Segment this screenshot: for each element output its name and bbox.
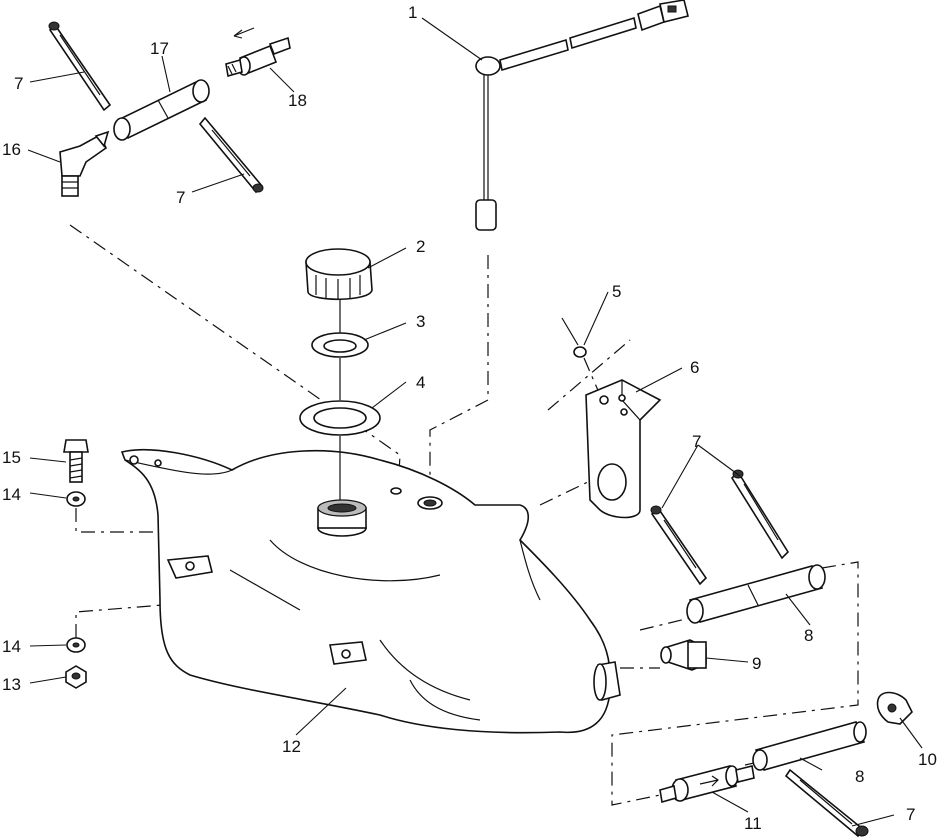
vent-hose <box>113 79 210 141</box>
fuel-hose-lower <box>752 721 867 771</box>
fuel-hose-upper <box>686 564 826 624</box>
washer-upper <box>66 491 86 507</box>
callout-17: 17 <box>150 39 169 58</box>
callout-1: 1 <box>408 3 417 22</box>
hose-clip <box>876 691 913 725</box>
callout-8-upper: 8 <box>804 626 813 645</box>
callout-12: 12 <box>282 737 301 756</box>
callout-16: 16 <box>2 140 21 159</box>
elbow-fitting <box>660 639 707 671</box>
mounting-screw <box>561 317 601 396</box>
callout-6: 6 <box>690 358 699 377</box>
washer-lower <box>66 637 86 653</box>
leader-lines <box>27 17 923 827</box>
seal-ring <box>299 400 381 436</box>
callout-8-lower: 8 <box>855 767 864 786</box>
callout-labels: 1 2 3 4 5 6 7 7 7 7 8 8 9 10 11 12 13 14… <box>2 3 937 833</box>
cap-gasket <box>311 332 369 358</box>
hose-clamp-top-left <box>48 21 112 112</box>
fuel-sender-unit <box>475 0 689 231</box>
callout-11: 11 <box>744 814 762 833</box>
callout-10: 10 <box>918 750 937 769</box>
fuel-tank <box>120 448 621 734</box>
hose-clamp-top-middle <box>198 116 264 194</box>
callout-7-top-left: 7 <box>14 74 23 93</box>
fuel-cap <box>305 248 373 301</box>
callout-4: 4 <box>416 373 425 392</box>
tank-bracket <box>585 379 662 519</box>
callout-9: 9 <box>752 654 761 673</box>
hose-clamp-right-b <box>730 469 790 560</box>
callout-13: 13 <box>2 675 21 694</box>
callout-15: 15 <box>2 448 21 467</box>
fuel-filter <box>659 765 755 804</box>
callout-18: 18 <box>288 91 307 110</box>
callout-5: 5 <box>612 282 621 301</box>
nut <box>65 665 87 689</box>
callout-14-upper: 14 <box>2 485 21 504</box>
callout-14-lower: 14 <box>2 637 21 656</box>
vent-elbow <box>59 130 110 197</box>
callout-7-right: 7 <box>692 432 701 451</box>
hose-clamp-right-a <box>650 505 708 586</box>
callout-3: 3 <box>416 312 425 331</box>
callout-7-bottom: 7 <box>906 805 915 824</box>
callout-7-top-middle: 7 <box>176 188 185 207</box>
hose-clamp-bottom <box>784 768 869 838</box>
bolt <box>63 439 89 483</box>
check-valve <box>225 27 291 78</box>
callout-2: 2 <box>416 237 425 256</box>
